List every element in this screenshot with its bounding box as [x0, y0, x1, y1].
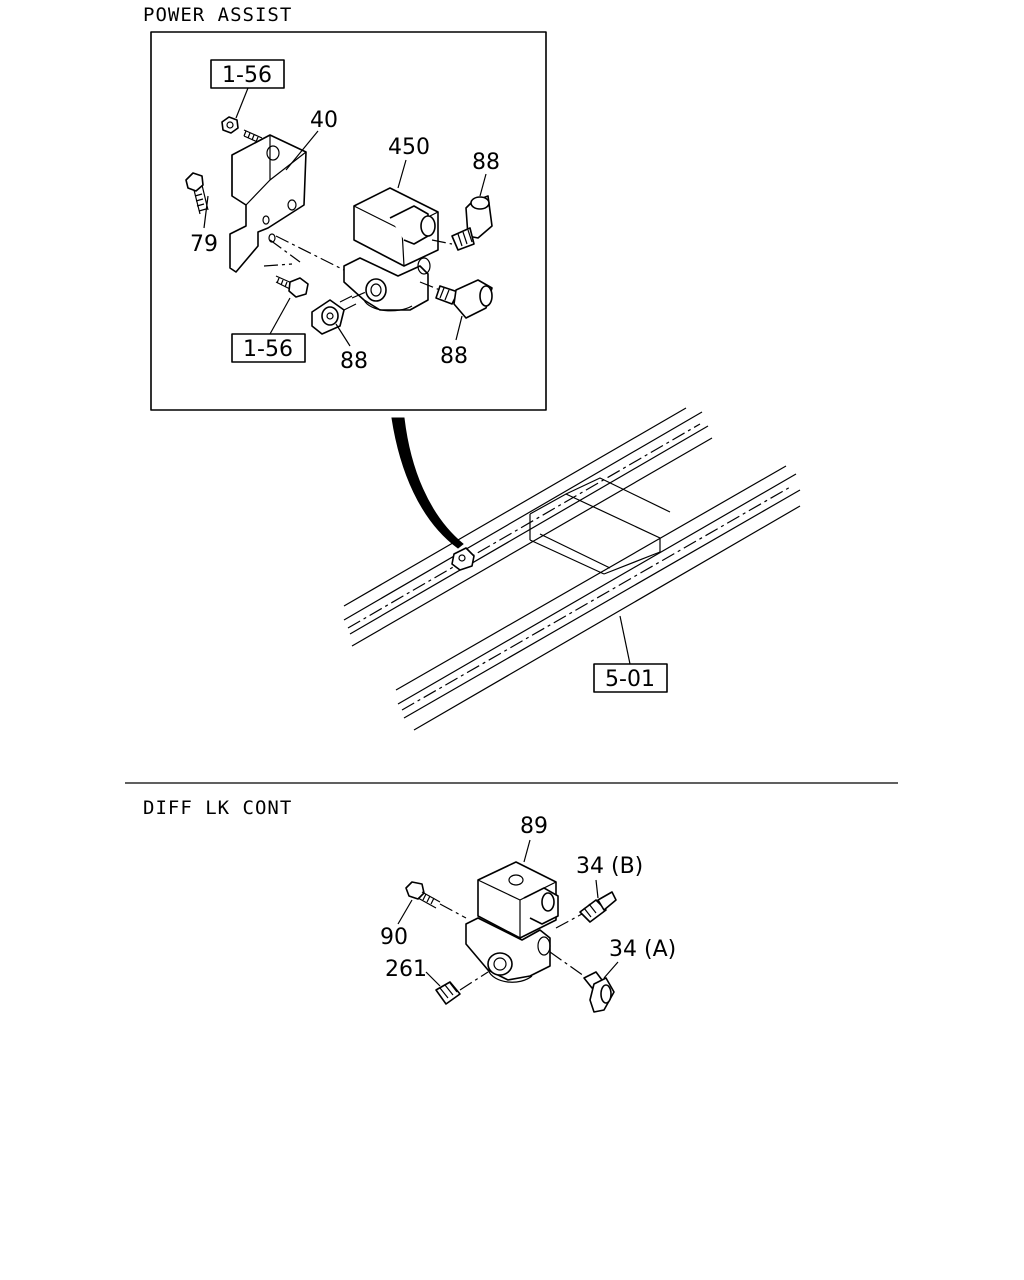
leader-diff-bolt [397, 899, 413, 925]
assembly-line-valve [275, 235, 345, 271]
callout-diff-plug: 261 [385, 957, 427, 982]
section-title-power-assist: POWER ASSIST [143, 4, 292, 26]
assembly-line-bottom-mid [351, 291, 367, 299]
diff-bolt-part[interactable] [405, 881, 441, 909]
nut-part[interactable] [221, 116, 263, 145]
leader-diff-fitting-a [603, 961, 619, 979]
assembly-line-diff-plug [459, 971, 489, 991]
assembly-line-diff-fitting-a [549, 951, 585, 977]
inset-frame [150, 31, 547, 411]
assembly-line-top-right [431, 239, 453, 245]
leader-diff-fitting-b [595, 879, 599, 899]
ref-box-top[interactable]: 1-56 [210, 59, 285, 89]
callout-bracket: 40 [310, 108, 338, 133]
callout-fitting-top-right: 88 [472, 150, 500, 175]
assembly-line-diff-bolt [439, 903, 467, 919]
diff-fitting-a-part[interactable] [583, 971, 615, 1013]
callout-diff-valve: 89 [520, 814, 548, 839]
ref-box-bottom[interactable]: 1-56 [231, 333, 306, 363]
valve-part[interactable] [343, 187, 439, 312]
assembly-line-diff-fitting-b [555, 913, 583, 929]
leader-ref-top [235, 87, 249, 119]
section-title-diff-lk-cont: DIFF LK CONT [143, 797, 292, 819]
assembly-line-bracket [263, 239, 301, 267]
leader-fitting-bottom-mid [335, 323, 351, 347]
fitting-top-right-part[interactable] [451, 195, 493, 251]
callout-bolt: 79 [190, 232, 218, 257]
assembly-line-bottom-right [419, 281, 441, 291]
ref-bottom-label: 1-56 [243, 337, 293, 362]
detail-pointer [391, 417, 464, 549]
ref-box-frame[interactable]: 5-01 [593, 663, 668, 693]
callout-diff-fitting-a: 34 (A) [609, 937, 676, 962]
bracket-part[interactable] [229, 134, 307, 273]
leader-fitting-bottom-right [455, 315, 463, 341]
bolt-part[interactable] [185, 172, 209, 215]
fitting-bottom-right-part[interactable] [435, 279, 493, 319]
leader-ref-frame [619, 615, 631, 665]
callout-diff-fitting-b: 34 (B) [576, 854, 643, 879]
leader-diff-plug [425, 971, 441, 987]
leader-ref-bottom [269, 297, 291, 335]
callout-fitting-bottom-mid: 88 [340, 349, 368, 374]
leader-diff-valve [523, 839, 531, 863]
lower-bolt-part[interactable] [275, 275, 309, 298]
diff-fitting-b-part[interactable] [579, 891, 617, 923]
callout-diff-bolt: 90 [380, 925, 408, 950]
callout-valve: 450 [388, 135, 430, 160]
callout-fitting-bottom-right: 88 [440, 344, 468, 369]
leader-fitting-top-right [479, 173, 487, 197]
leader-valve [397, 159, 407, 189]
ref-top-label: 1-56 [222, 63, 272, 88]
diff-plug-part[interactable] [435, 981, 461, 1005]
ref-frame-label: 5-01 [605, 667, 655, 692]
leader-bracket [285, 130, 319, 171]
diff-valve-part[interactable] [465, 861, 559, 983]
leader-bolt [203, 195, 209, 229]
chassis-frame[interactable] [343, 407, 801, 731]
fitting-bottom-mid-part[interactable] [311, 295, 357, 335]
